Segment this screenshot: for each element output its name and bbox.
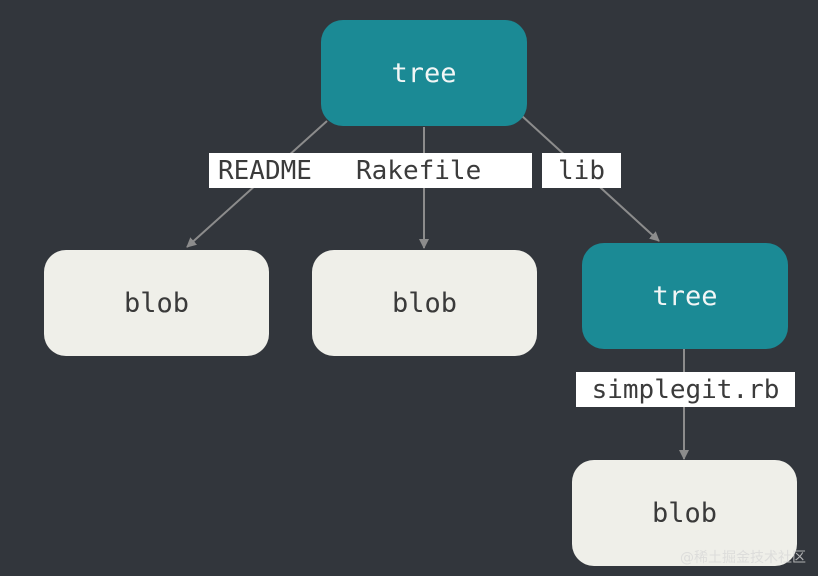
edge-label-lib-text: lib (558, 155, 605, 186)
rakefile-blob-node: blob (312, 250, 537, 356)
root-tree-label: tree (391, 57, 457, 89)
root-tree-node: tree (321, 20, 527, 126)
simplegit-blob-node: blob (572, 460, 797, 566)
lib-tree-node: tree (582, 243, 788, 349)
edge-label-readme: README (209, 153, 347, 188)
edge-label-simplegit-text: simplegit.rb (591, 374, 780, 405)
readme-blob-node: blob (44, 250, 269, 356)
edge-label-lib: lib (542, 153, 621, 188)
edge-label-readme-text: README (218, 155, 312, 186)
readme-blob-label: blob (123, 287, 190, 319)
edge-label-rakefile-text: Rakefile (356, 155, 482, 186)
lib-tree-label: tree (652, 280, 718, 312)
simplegit-blob-label: blob (651, 497, 718, 529)
watermark: @稀土掘金技术社区 (680, 550, 806, 566)
edge-label-simplegit: simplegit.rb (576, 372, 795, 407)
rakefile-blob-label: blob (391, 287, 458, 319)
edge-label-rakefile: Rakefile (347, 153, 532, 188)
